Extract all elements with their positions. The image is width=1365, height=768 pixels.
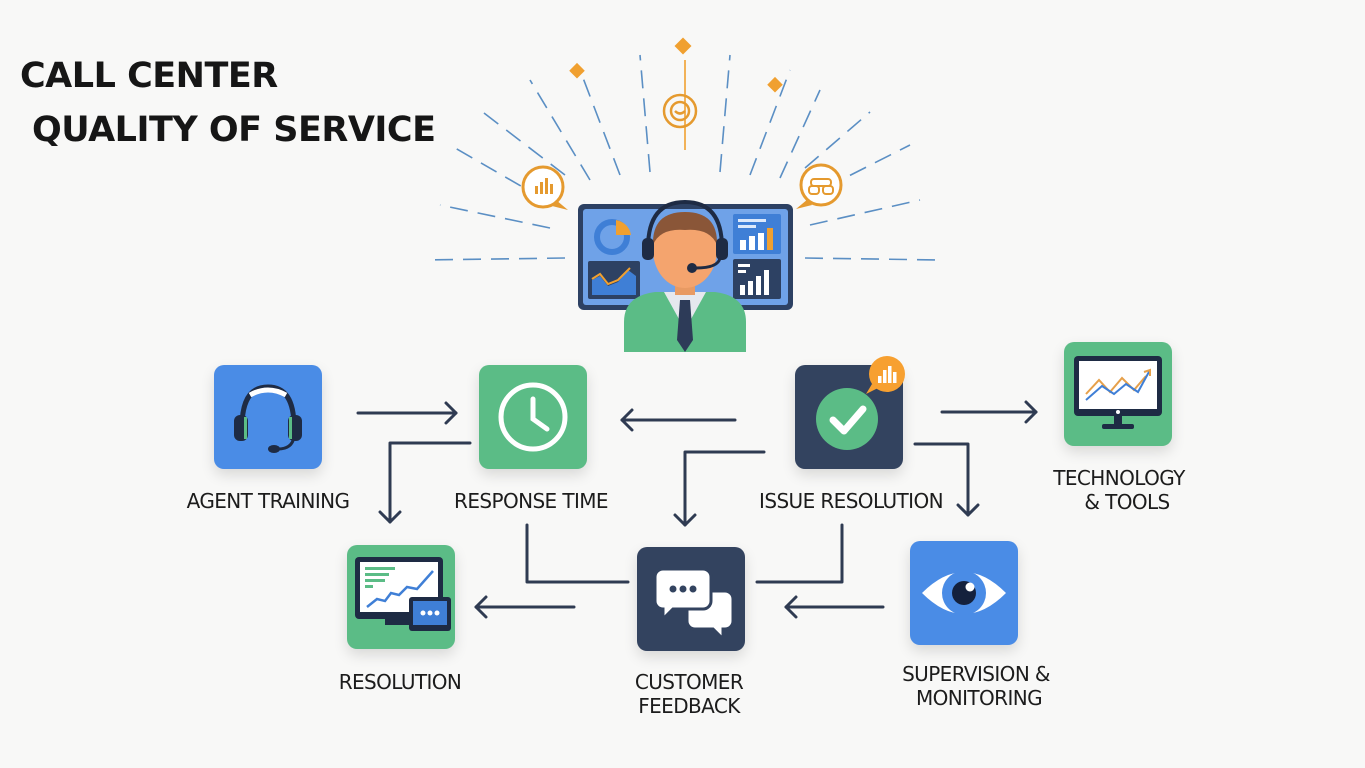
label-supervision-monitoring-line2: MONITORING xyxy=(915,686,1043,710)
flow-connectors xyxy=(356,400,1038,619)
label-technology-tools-line2: & TOOLS xyxy=(1084,490,1170,514)
bar-chart-bubble-icon xyxy=(521,165,568,210)
chat-bubbles-icon xyxy=(653,567,735,643)
label-resolution: RESOLUTION xyxy=(338,670,462,694)
eye-icon xyxy=(922,571,1006,615)
smiley-target-icon xyxy=(662,93,698,129)
title-line-1: CALL CENTER xyxy=(20,56,278,96)
label-customer-feedback-line1: CUSTOMER xyxy=(634,670,744,694)
title-line-2: QUALITY OF SERVICE xyxy=(32,110,436,150)
label-technology-tools-line1: TECHNOLOGY xyxy=(1053,466,1185,490)
agent-figure xyxy=(624,199,746,352)
arrow-issue-to-supervision xyxy=(913,442,970,517)
node-supervision-monitoring[interactable] xyxy=(910,541,1018,645)
node-technology-tools[interactable] xyxy=(1064,342,1172,446)
node-agent-training[interactable] xyxy=(214,365,322,469)
label-response-time: RESPONSE TIME xyxy=(454,489,608,513)
node-issue-resolution[interactable] xyxy=(795,365,903,469)
connector-response-feedback xyxy=(525,523,630,584)
monitor-chart-icon xyxy=(1074,356,1162,429)
dashboard-devices-icon xyxy=(355,557,451,631)
node-response-time[interactable] xyxy=(479,365,587,469)
diamond-accents xyxy=(569,37,783,93)
label-supervision-monitoring-line1: SUPERVISION & xyxy=(902,662,1050,686)
node-resolution[interactable] xyxy=(347,545,455,649)
clock-icon xyxy=(498,382,568,452)
label-issue-resolution: ISSUE RESOLUTION xyxy=(759,489,944,513)
arrow-issue-to-feedback xyxy=(683,450,766,527)
label-customer-feedback-line2: FEEDBACK xyxy=(638,694,740,718)
connector-issue-feedback xyxy=(755,523,844,584)
checkmark-icon xyxy=(816,388,878,450)
teamwork-bubble-icon xyxy=(796,163,843,209)
headset-icon xyxy=(234,384,302,453)
node-customer-feedback[interactable] xyxy=(637,547,745,651)
label-agent-training: AGENT TRAINING xyxy=(186,489,350,513)
arrow-response-to-resolution xyxy=(388,441,472,524)
